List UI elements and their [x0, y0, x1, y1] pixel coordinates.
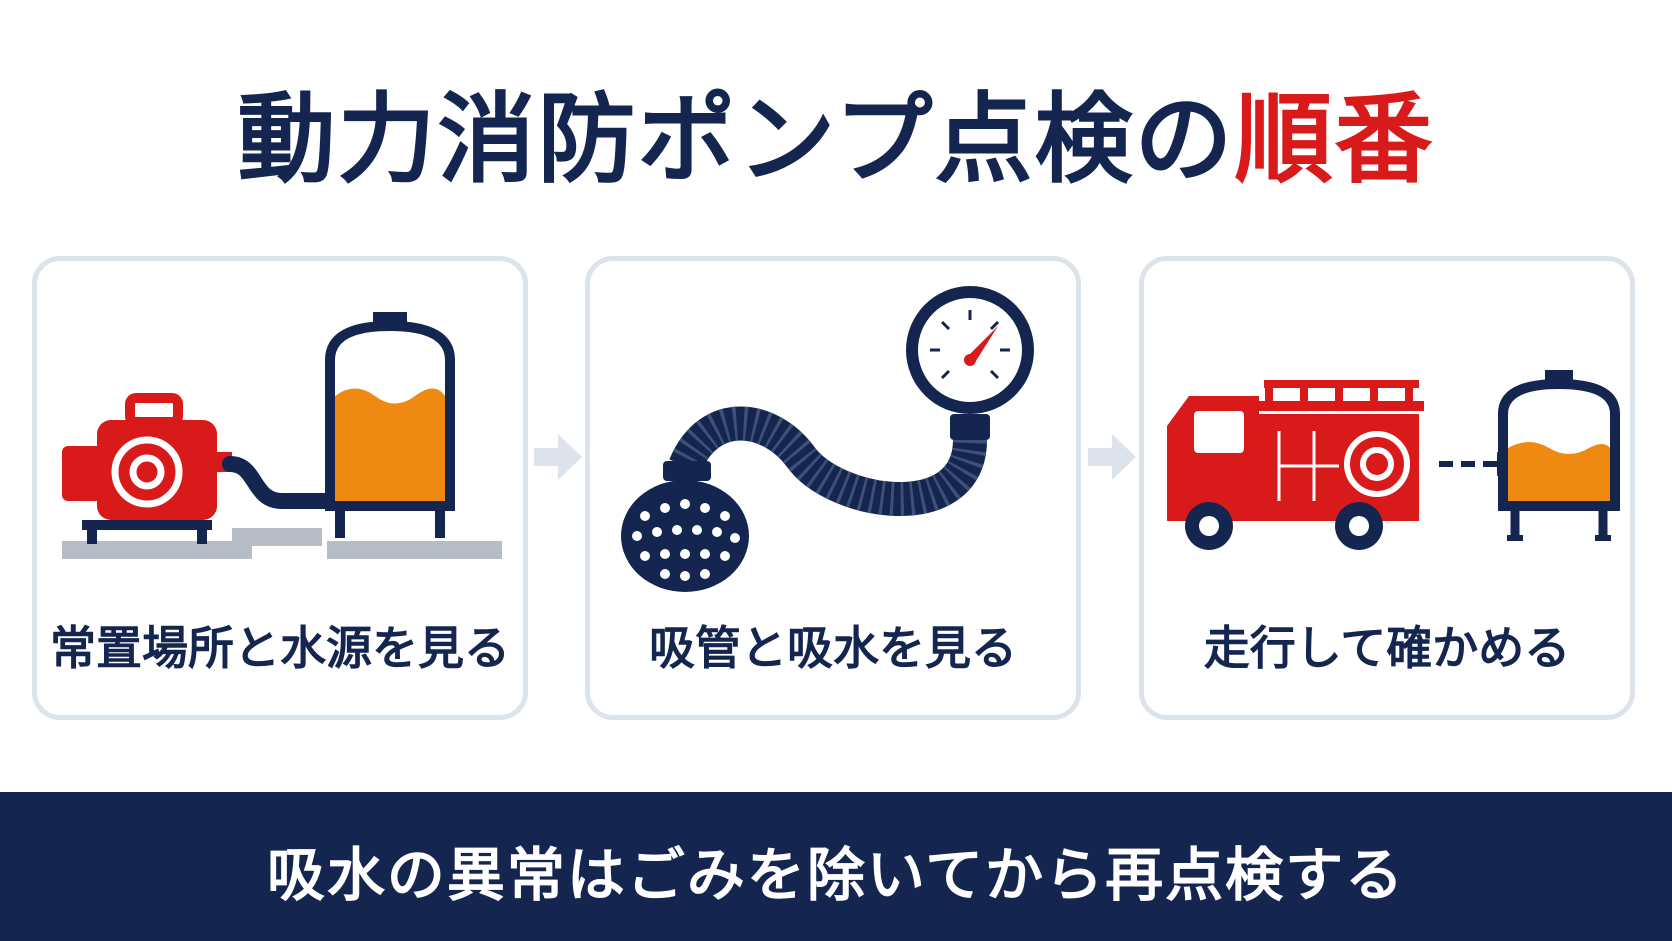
pressure-gauge-icon	[906, 286, 1034, 440]
page-title: 動力消防ポンプ点検の順番	[0, 82, 1672, 200]
title-accent: 順番	[1234, 83, 1435, 197]
footer-text: 吸水の異常はごみを除いてから再点検する	[266, 841, 1406, 909]
step-2-illustration	[621, 286, 1034, 592]
step-arrow-icon	[534, 434, 582, 480]
step-3-illustration	[1167, 370, 1620, 550]
strainer-icon	[621, 461, 749, 592]
floor-slab	[232, 528, 322, 546]
water-tank-icon	[325, 312, 455, 538]
step-label-1: 常置場所と水源を見る	[50, 621, 510, 675]
pump-base-slab	[62, 541, 252, 559]
pump-icon	[62, 393, 232, 544]
step-label-2: 吸管と吸水を見る	[649, 621, 1017, 675]
footer-banner	[0, 792, 1672, 941]
step-1-illustration	[62, 312, 502, 559]
hose-icon	[222, 456, 340, 509]
water-tank-icon	[1498, 370, 1620, 541]
tank-base-slab	[327, 541, 502, 559]
fire-truck-icon	[1167, 380, 1424, 550]
step-label-3: 走行して確かめる	[1203, 621, 1571, 675]
step-arrow-icon	[1088, 434, 1136, 480]
title-main: 動力消防ポンプ点検の	[237, 83, 1235, 197]
